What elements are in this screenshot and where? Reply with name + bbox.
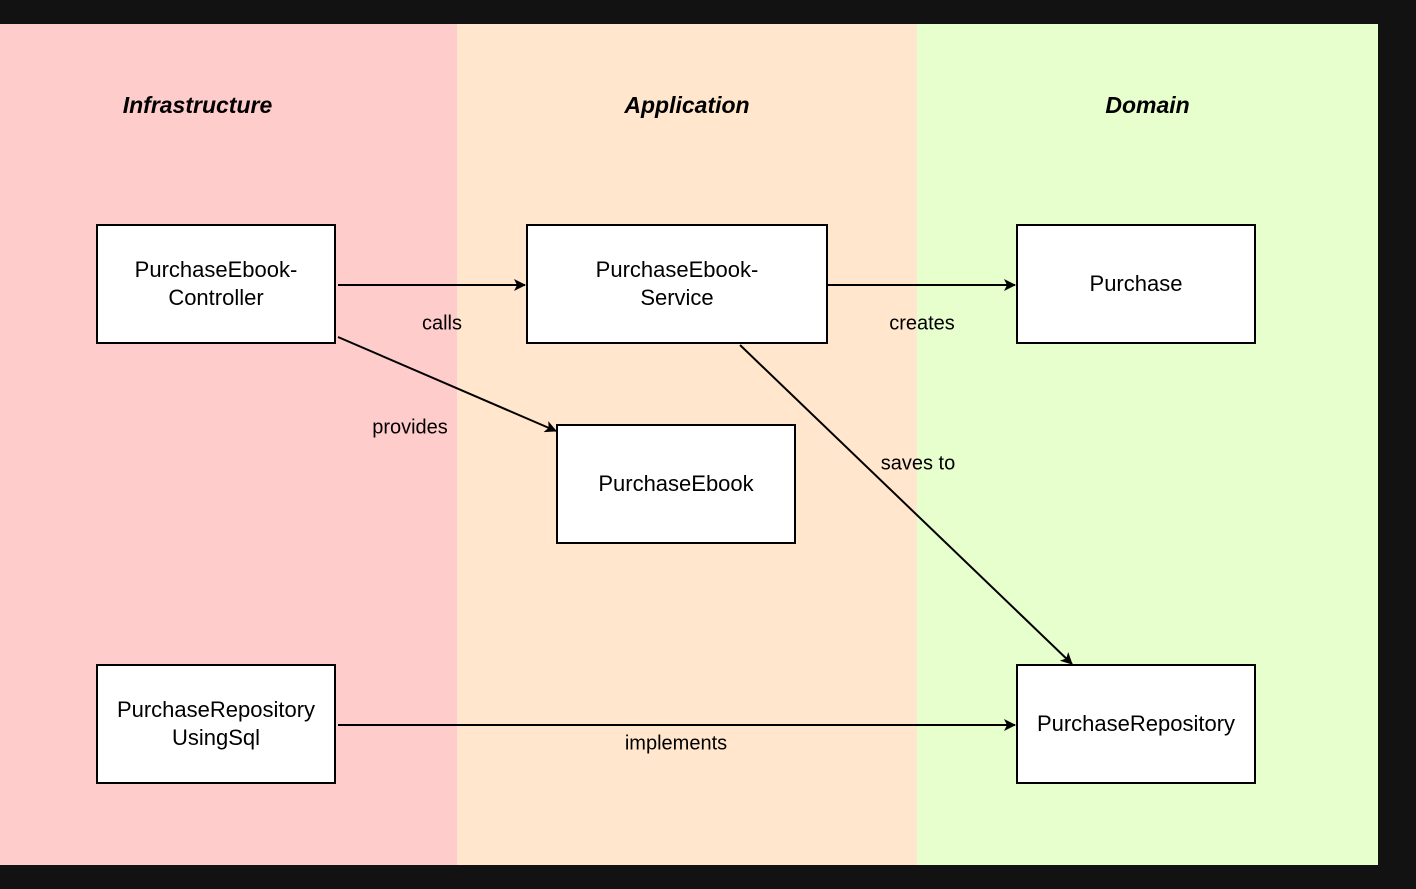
node-purchase-ebook[interactable]: PurchaseEbook [556,424,796,544]
lane-title-domain: Domain [1105,92,1190,118]
node-purchase-repository[interactable]: PurchaseRepository [1016,664,1256,784]
node-purchase[interactable]: Purchase [1016,224,1256,344]
connector-layer [337,279,1073,731]
edge-label-provides: provides [372,416,448,439]
edge-label-creates: creates [889,312,955,335]
node-purchase-ebook-service[interactable]: PurchaseEbook- Service [526,224,828,344]
edge-saves-to [739,344,1073,665]
node-purchase-repository-using-sql[interactable]: PurchaseRepository UsingSql [96,664,336,784]
edge-label-implements: implements [624,732,728,755]
node-purchase-ebook-controller[interactable]: PurchaseEbook- Controller [96,224,336,344]
edge-provides [337,336,557,433]
edge-label-calls: calls [421,312,463,335]
diagram-canvas: Infrastructure Application Domain Purcha… [0,24,1378,865]
edge-label-saves-to: saves to [880,452,956,475]
lane-title-infrastructure: Infrastructure [122,92,273,118]
lane-title-application: Application [624,92,750,118]
